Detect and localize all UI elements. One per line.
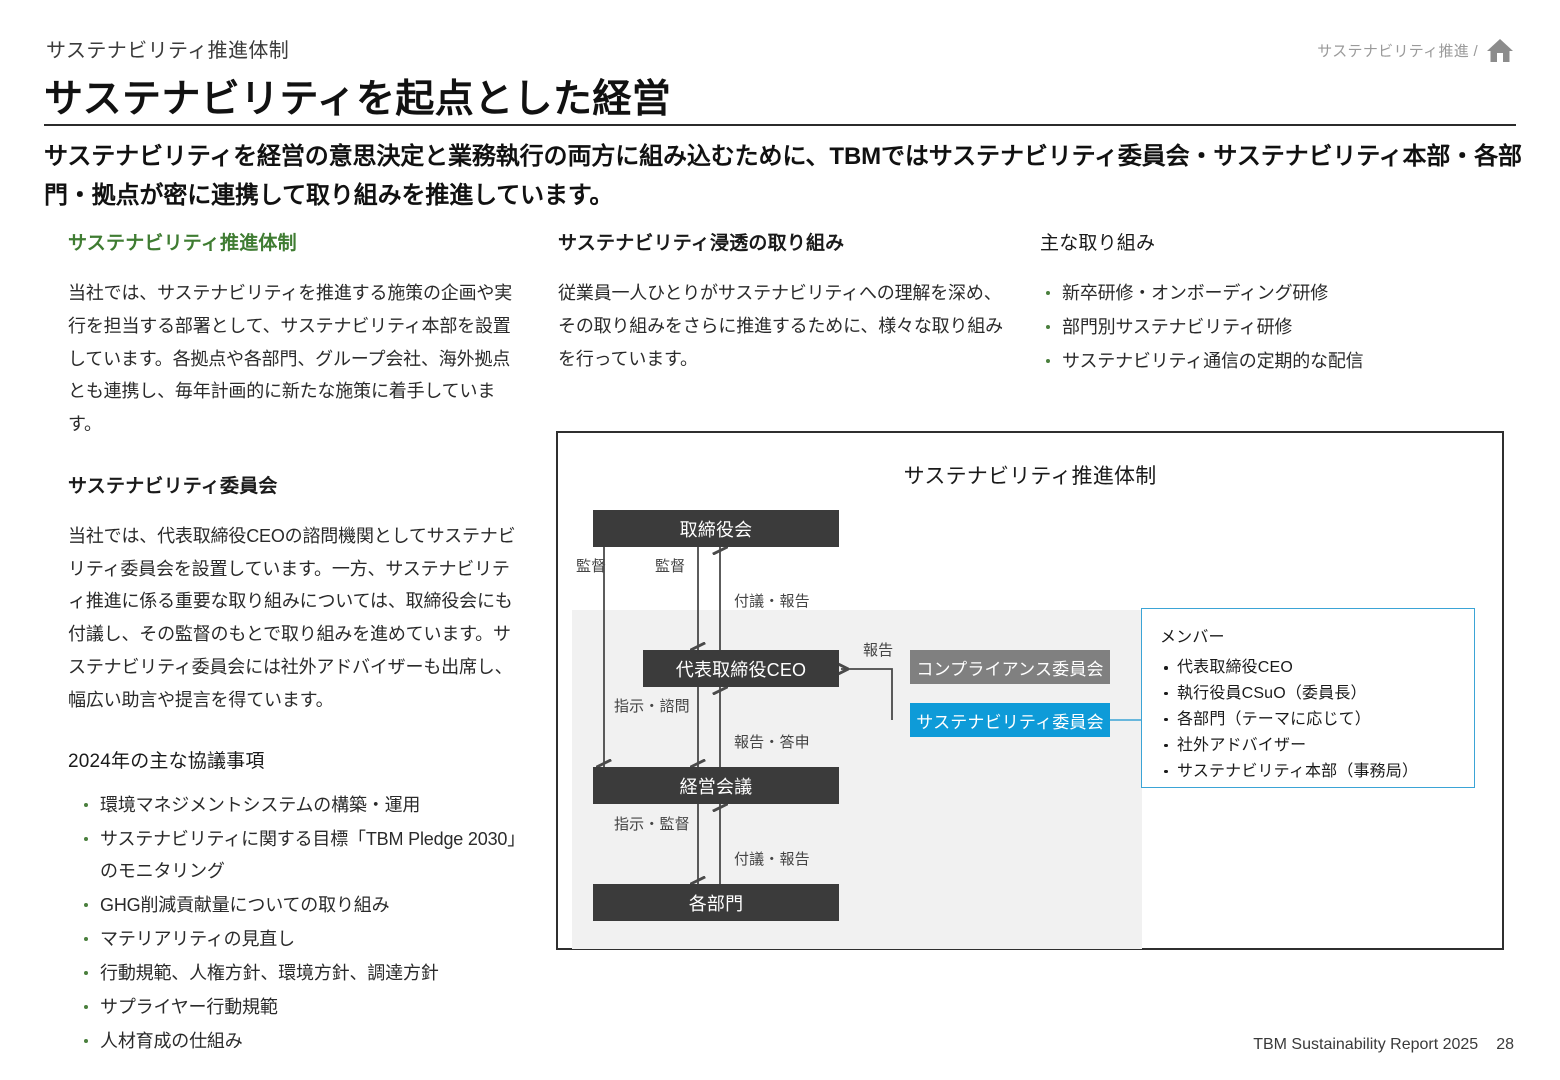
list-item: 執行役員CSuO（委員長） (1160, 681, 1456, 707)
footer-report-name: TBM Sustainability Report 2025 (1253, 1036, 1479, 1053)
breadcrumb[interactable]: サステナビリティ推進 / (1317, 36, 1514, 64)
column-sustainability-structure: サステナビリティ推進体制 当社では、サステナビリティを推進する施策の企画や実行を… (68, 228, 526, 1060)
list-item: GHG削減貢献量についての取り組み (68, 889, 526, 921)
member-box-title: メンバー (1160, 629, 1225, 646)
page-title: サステナビリティを起点とした経営 (44, 78, 672, 121)
col2-paragraph: 従業員一人ひとりがサステナビリティへの理解を深め、その取り組みをさらに推進するた… (558, 283, 1003, 369)
diagram-label-submit-report-top: 付議・報告 (734, 593, 810, 610)
list-item: サステナビリティ本部（事務局） (1160, 759, 1456, 785)
page-footer: TBM Sustainability Report 2025 28 (1253, 1036, 1514, 1054)
lead-paragraph: サステナビリティを経営の意思決定と業務執行の両方に組み込むために、TBMではサス… (44, 143, 1522, 209)
list-item: 社外アドバイザー (1160, 733, 1456, 759)
list-item: サステナビリティに関する目標「TBM Pledge 2030」のモニタリング (68, 823, 526, 887)
list-item: 人材育成の仕組み (68, 1025, 526, 1057)
col3-heading: 主な取り組み (1040, 233, 1156, 254)
home-icon[interactable] (1486, 36, 1514, 64)
diagram-node-ceo: 代表取締役CEO (643, 650, 839, 687)
list-item: マテリアリティの見直し (68, 923, 526, 955)
member-box-list: 代表取締役CEO 執行役員CSuO（委員長） 各部門（テーマに応じて） 社外アド… (1160, 655, 1456, 785)
column-penetration-efforts: サステナビリティ浸透の取り組み 従業員一人ひとりがサステナビリティへの理解を深め… (558, 228, 1010, 375)
header-divider (44, 124, 1516, 126)
diagram-node-departments: 各部門 (593, 884, 839, 921)
col1-agenda-list: 環境マネジメントシステムの構築・運用 サステナビリティに関する目標「TBM Pl… (68, 789, 526, 1057)
breadcrumb-label: サステナビリティ推進 / (1317, 42, 1478, 60)
diagram-title: サステナビリティ推進体制 (903, 465, 1157, 488)
footer-page-number: 28 (1496, 1036, 1514, 1053)
diagram-label-report: 報告 (863, 642, 894, 659)
diagram-node-sustainability-committee: サステナビリティ委員会 (910, 703, 1110, 737)
list-item: サプライヤー行動規範 (68, 991, 526, 1023)
col1-paragraph-2: 当社では、代表取締役CEOの諮問機関としてサステナビリティ委員会を設置しています… (68, 525, 516, 710)
list-item: 新卒研修・オンボーディング研修 (1040, 277, 1490, 309)
diagram-label-instruct-consult: 指示・諮問 (614, 698, 690, 715)
col1-subheading: サステナビリティ委員会 (68, 475, 278, 497)
col2-heading: サステナビリティ浸透の取り組み (558, 233, 845, 254)
list-item: 各部門（テーマに応じて） (1160, 707, 1456, 733)
list-item: 部門別サステナビリティ研修 (1040, 311, 1490, 343)
col3-initiatives-list: 新卒研修・オンボーディング研修 部門別サステナビリティ研修 サステナビリティ通信… (1040, 277, 1490, 377)
list-item: 行動規範、人権方針、環境方針、調達方針 (68, 957, 526, 989)
diagram-label-supervise-left: 監督 (576, 558, 607, 575)
col1-paragraph: 当社では、サステナビリティを推進する施策の企画や実行を担当する部署として、サステ… (68, 283, 513, 434)
col1-heading: サステナビリティ推進体制 (68, 233, 297, 254)
diagram-label-submit-report-bottom: 付議・報告 (734, 851, 810, 868)
diagram-arrows (558, 433, 1166, 948)
diagram-node-board: 取締役会 (593, 510, 839, 547)
list-item: 環境マネジメントシステムの構築・運用 (68, 789, 526, 821)
diagram-label-report-answer: 報告・答申 (734, 734, 810, 751)
diagram-node-compliance-committee: コンプライアンス委員会 (910, 650, 1110, 684)
list-item: サステナビリティ通信の定期的な配信 (1040, 345, 1490, 377)
diagram-label-supervise-right: 監督 (655, 558, 686, 575)
diagram-label-instruct-supervise: 指示・監督 (614, 816, 690, 833)
member-box: メンバー 代表取締役CEO 執行役員CSuO（委員長） 各部門（テーマに応じて）… (1141, 608, 1475, 788)
list-item: 代表取締役CEO (1160, 655, 1456, 681)
diagram-node-management-meeting: 経営会議 (593, 767, 839, 804)
col1-list-heading: 2024年の主な協議事項 (68, 751, 265, 773)
page-kicker: サステナビリティ推進体制 (46, 40, 290, 62)
column-main-initiatives: 主な取り組み 新卒研修・オンボーディング研修 部門別サステナビリティ研修 サステ… (1040, 228, 1490, 379)
